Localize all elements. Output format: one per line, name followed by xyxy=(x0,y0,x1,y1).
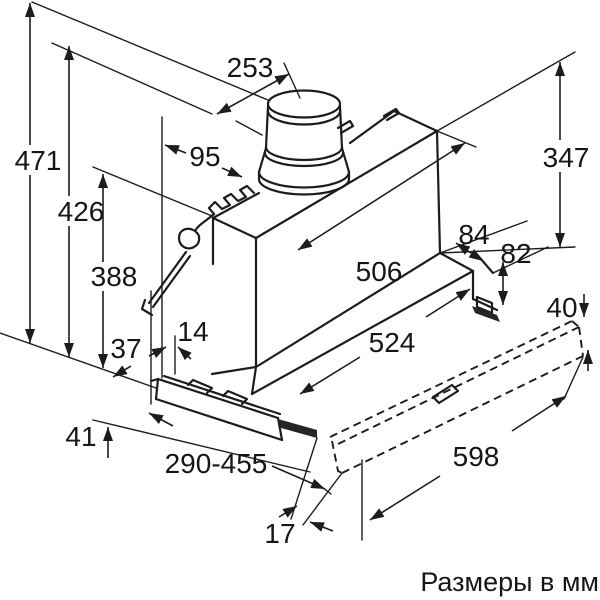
dim-label-347: 347 xyxy=(543,142,590,173)
dim-label-426: 426 xyxy=(58,196,105,227)
mounting-bracket-bar xyxy=(472,306,500,322)
dim-label-17: 17 xyxy=(264,518,295,549)
cutout-marker xyxy=(431,383,460,405)
dimension-annotations: 471 426 388 347 253 95 506 524 84 82 xyxy=(15,2,593,549)
reference-lines xyxy=(0,1,584,541)
mounting-springs xyxy=(140,184,256,317)
collar-tab xyxy=(336,119,355,135)
back-edge-tab xyxy=(382,107,401,122)
telescopic-rail xyxy=(149,374,284,442)
dim-label-40: 40 xyxy=(546,292,577,323)
units-caption: Размеры в мм xyxy=(420,567,599,597)
dim-label-253: 253 xyxy=(227,52,274,83)
dim-label-84: 84 xyxy=(458,219,489,250)
dim-label-37: 37 xyxy=(110,333,141,364)
rail-front-lip xyxy=(278,419,317,438)
dim-label-471: 471 xyxy=(15,145,62,176)
rail-notch xyxy=(221,389,249,406)
dim-label-598: 598 xyxy=(453,441,500,472)
dashed-panel xyxy=(329,320,584,474)
dim-label-290-455: 290-455 xyxy=(165,448,268,479)
dim-label-506: 506 xyxy=(356,256,403,287)
dim-label-524: 524 xyxy=(369,327,416,358)
dim-label-388: 388 xyxy=(91,261,138,292)
dim-label-41: 41 xyxy=(65,421,96,452)
duct-collar xyxy=(257,89,401,196)
dim-label-14: 14 xyxy=(177,316,208,347)
rail-notch xyxy=(186,378,214,395)
dim-label-82: 82 xyxy=(500,238,531,269)
dim-label-95: 95 xyxy=(189,141,220,172)
